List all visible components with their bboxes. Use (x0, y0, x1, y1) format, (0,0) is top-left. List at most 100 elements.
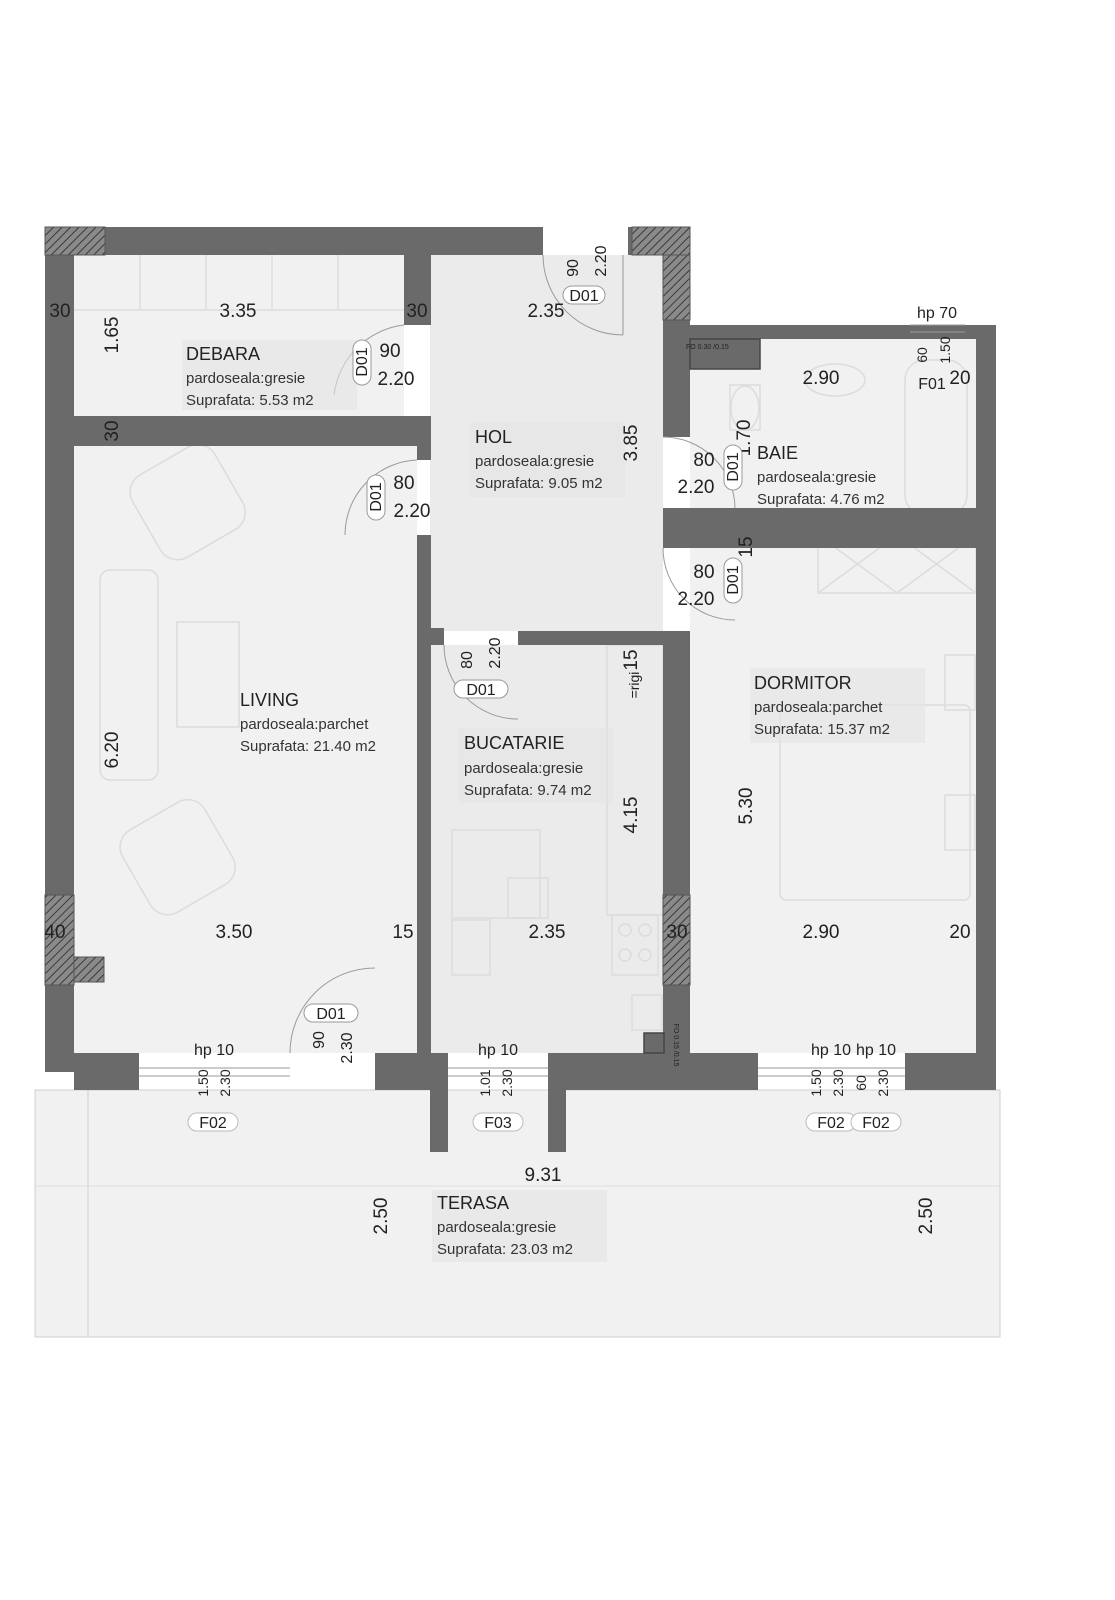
baie-floor-type: pardoseala:gresie (757, 469, 876, 486)
dormitor-floor (690, 548, 976, 1053)
svg-text:hp 10: hp 10 (811, 1042, 851, 1059)
bucatarie-name: BUCATARIE (464, 733, 564, 753)
svg-text:2.30: 2.30 (499, 1069, 515, 1096)
svg-text:F02: F02 (817, 1115, 845, 1132)
debara-floor-type: pardoseala:gresie (186, 370, 305, 387)
svg-text:2.20: 2.20 (593, 245, 610, 276)
window-living: hp 10 1.50 2.30 F02 (187, 1042, 239, 1132)
baie-area: Suprafata: 4.76 m2 (757, 491, 885, 508)
door-entry: 90 2.20 D01 (562, 245, 610, 305)
room-dormitor: DORMITOR pardoseala:parchet Suprafata: 1… (750, 668, 925, 743)
dim-baie-wall: 20 (949, 368, 970, 389)
fridge-label: =rigi (626, 672, 642, 699)
svg-text:2.20: 2.20 (678, 589, 715, 610)
door-bucatarie: 80 2.20 D01 (453, 637, 509, 699)
room-terasa: TERASA pardoseala:gresie Suprafata: 23.0… (432, 1190, 607, 1262)
svg-text:2.20: 2.20 (394, 501, 431, 522)
svg-text:2.20: 2.20 (378, 369, 415, 390)
fo-kitchen-note: FO 0.15 /0.15 (672, 1024, 679, 1067)
svg-text:hp 10: hp 10 (478, 1042, 518, 1059)
living-area: Suprafata: 21.40 m2 (240, 738, 376, 755)
room-labels: DEBARA pardoseala:gresie Suprafata: 5.53… (182, 340, 925, 1262)
room-hol: HOL pardoseala:gresie Suprafata: 9.05 m2 (470, 422, 625, 497)
dim-living-width: 3.50 (216, 922, 253, 943)
dim-terasa-depth-right: 2.50 (916, 1198, 937, 1235)
fo-baie-note: FO 0.30 /0.15 (686, 344, 729, 351)
debara-area: Suprafata: 5.53 m2 (186, 392, 314, 409)
hol-floor-type: pardoseala:gresie (475, 453, 594, 470)
dim-wall-left: 30 (49, 301, 70, 322)
svg-text:F03: F03 (484, 1115, 512, 1132)
living-floor (74, 446, 417, 1053)
dim-bucatarie-width: 2.35 (529, 922, 566, 943)
dimension-labels: 30 3.35 30 2.35 1.65 30 3.85 2.90 20 1.7… (44, 301, 970, 1234)
svg-text:2.20: 2.20 (678, 477, 715, 498)
dim-terasa-depth-left: 2.50 (371, 1198, 392, 1235)
dim-wall-40: 40 (44, 922, 65, 943)
terasa-name: TERASA (437, 1193, 509, 1213)
svg-text:2.30: 2.30 (339, 1032, 356, 1063)
dim-terasa-width: 9.31 (525, 1165, 562, 1186)
dim-dormitor-wall-15: 15 (736, 536, 757, 557)
svg-text:F01: F01 (918, 376, 946, 393)
svg-text:hp 70: hp 70 (917, 305, 957, 322)
dim-wall-mid: 30 (406, 301, 427, 322)
svg-text:80: 80 (693, 562, 714, 583)
hol-name: HOL (475, 427, 512, 447)
svg-text:90: 90 (311, 1031, 328, 1049)
svg-text:F02: F02 (199, 1115, 227, 1132)
svg-text:1.01: 1.01 (477, 1069, 493, 1096)
svg-text:D01: D01 (725, 452, 742, 481)
svg-text:D01: D01 (316, 1006, 345, 1023)
living-floor-type: pardoseala:parchet (240, 716, 369, 733)
svg-text:90: 90 (379, 341, 400, 362)
svg-text:80: 80 (459, 651, 476, 669)
living-name: LIVING (240, 690, 299, 710)
svg-text:D01: D01 (569, 288, 598, 305)
door-terasa: D01 90 2.30 (303, 1003, 359, 1064)
dim-living-height: 6.20 (102, 732, 123, 769)
terasa-area: Suprafata: 23.03 m2 (437, 1241, 573, 1258)
svg-text:D01: D01 (368, 482, 385, 511)
dim-wall-15: 15 (392, 922, 413, 943)
svg-text:D01: D01 (466, 682, 495, 699)
dormitor-floor-type: pardoseala:parchet (754, 699, 883, 716)
door-labels: 90 2.20 D01 D01 90 2.20 D01 80 2.20 80 2… (303, 245, 743, 1064)
svg-text:hp 10: hp 10 (194, 1042, 234, 1059)
svg-text:2.30: 2.30 (830, 1069, 846, 1096)
window-bucatarie: hp 10 1.01 2.30 F03 (472, 1042, 524, 1132)
room-bucatarie: BUCATARIE pardoseala:gresie Suprafata: 9… (458, 728, 613, 803)
dim-debara-depth: 1.65 (102, 317, 123, 354)
dim-dormitor-height: 5.30 (736, 788, 757, 825)
debara-name: DEBARA (186, 344, 260, 364)
bucatarie-area: Suprafata: 9.74 m2 (464, 782, 592, 799)
svg-text:hp 10: hp 10 (856, 1042, 896, 1059)
svg-text:2.30: 2.30 (217, 1069, 233, 1096)
dim-dormitor-width: 2.90 (803, 922, 840, 943)
hol-area: Suprafata: 9.05 m2 (475, 475, 603, 492)
svg-text:60: 60 (853, 1075, 869, 1091)
bucatarie-floor (430, 645, 663, 1053)
svg-text:80: 80 (693, 450, 714, 471)
svg-text:80: 80 (393, 473, 414, 494)
window-dormitor-a: hp 10 1.50 2.30 F02 (805, 1042, 857, 1132)
dim-bucatarie-wall: 15 (621, 649, 642, 670)
door-dormitor: 80 2.20 D01 (678, 557, 743, 610)
svg-text:1.50: 1.50 (808, 1069, 824, 1096)
dim-wall-kitchen: 30 (666, 922, 687, 943)
room-baie: BAIE pardoseala:gresie Suprafata: 4.76 m… (757, 443, 885, 508)
svg-text:60: 60 (914, 347, 930, 363)
svg-text:F02: F02 (862, 1115, 890, 1132)
svg-text:D01: D01 (725, 565, 742, 594)
svg-text:1.50: 1.50 (937, 336, 953, 363)
window-baie: hp 70 60 1.50 F01 (914, 305, 957, 393)
bucatarie-floor-type: pardoseala:gresie (464, 760, 583, 777)
svg-text:2.20: 2.20 (487, 637, 504, 668)
svg-text:D01: D01 (354, 347, 371, 376)
dim-bucatarie-height: 4.15 (621, 797, 642, 834)
svg-text:2.30: 2.30 (875, 1069, 891, 1096)
dormitor-area: Suprafata: 15.37 m2 (754, 721, 890, 738)
dim-baie-width: 2.90 (803, 368, 840, 389)
dim-dormitor-wall: 20 (949, 922, 970, 943)
